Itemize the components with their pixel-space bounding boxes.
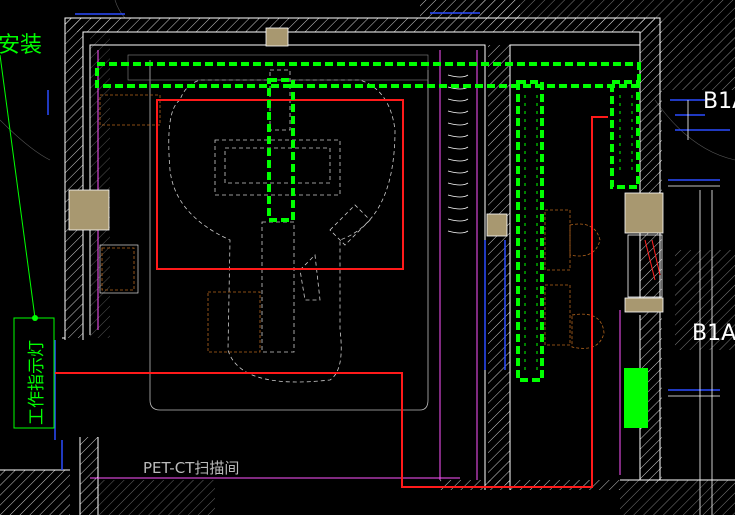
cabinet-outline	[99, 244, 139, 294]
orange-equipment	[99, 94, 605, 353]
green-tray-inner	[524, 95, 633, 370]
partial-install-text: 安装	[0, 33, 42, 58]
arc-guide	[654, 99, 735, 161]
room-name-label: PET-CT扫描间	[143, 459, 239, 477]
work-indicator-text: 工作指示灯	[27, 340, 47, 425]
pipe-outlines-right	[668, 100, 720, 515]
tag-right-upper: B1A	[703, 89, 735, 114]
door-hinge-marks	[644, 239, 661, 281]
arc-guide	[0, 119, 51, 161]
radiator-fins	[447, 74, 469, 234]
magenta-lines	[90, 50, 621, 480]
green-cable-tray[interactable]	[95, 62, 641, 382]
arc-guide	[114, 0, 126, 19]
indicator-leader-line	[0, 54, 36, 319]
leader-dot	[32, 315, 38, 321]
tag-right-lower: B1AL	[692, 321, 735, 346]
room-inner-outline	[149, 60, 429, 411]
red-cable-route[interactable]	[55, 116, 608, 488]
door-frame	[627, 234, 663, 298]
door-blocks	[68, 27, 664, 313]
green-box-icon[interactable]	[624, 368, 648, 428]
blue-pipes	[47, 12, 730, 470]
ceiling-rail	[127, 54, 429, 81]
red-room-boundary[interactable]	[156, 99, 404, 270]
